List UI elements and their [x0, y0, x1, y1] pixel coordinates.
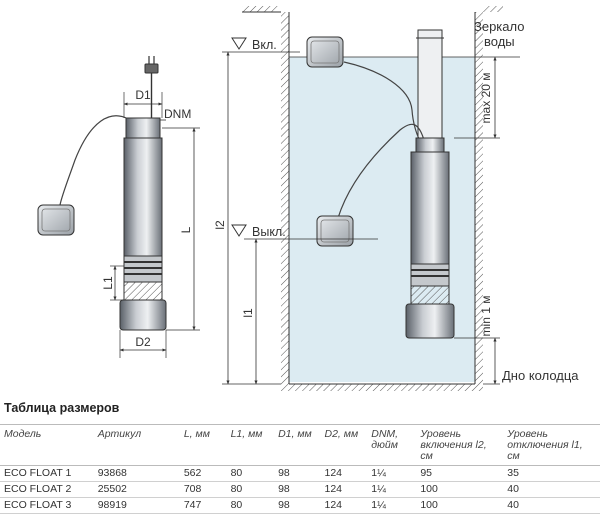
column-header: D1, мм — [274, 424, 321, 466]
table-cell: 100 — [416, 481, 504, 498]
label-on: Вкл. — [252, 38, 277, 52]
table-cell: 100 — [416, 497, 504, 514]
table-cell: 40 — [503, 481, 600, 498]
dimensions-table: Модель Артикул L, мм L1, мм D1, мм D2, мм DNM,… — [0, 424, 600, 514]
column-header-line: отключения l1, см — [507, 439, 583, 462]
label-off: Выкл. — [252, 225, 286, 239]
table-cell: 124 — [320, 481, 368, 498]
column-header: Артикул — [93, 424, 180, 466]
column-header-line: D1, мм — [278, 428, 312, 440]
column-header: DNM,дюйм — [367, 424, 417, 466]
submerged-pump — [405, 137, 455, 339]
label-min-clearance: min 1 м — [479, 296, 493, 337]
table-cell: ECO FLOAT 3 — [0, 497, 94, 514]
label-dnm: DNM — [164, 107, 191, 121]
pump-base — [119, 299, 167, 331]
table-cell: 124 — [320, 465, 368, 482]
table-cell: 98 — [274, 481, 321, 498]
float-on-position — [306, 36, 344, 68]
table-cell: 80 — [226, 465, 275, 482]
label-d1: D1 — [135, 88, 151, 102]
off-level-marker: Выкл. — [231, 224, 378, 240]
column-header-line: L, мм — [183, 428, 210, 440]
column-header: D2, мм — [320, 424, 368, 466]
label-l: L — [179, 226, 193, 233]
label-water-mirror-2: воды — [484, 34, 515, 49]
column-header-line: дюйм — [371, 439, 398, 451]
float-switch — [37, 204, 75, 236]
pump-body — [123, 137, 163, 257]
table-header-row: Модель Артикул L, мм L1, мм D1, мм D2, мм DNM,… — [0, 424, 600, 466]
column-header-line: DNM, — [371, 428, 399, 440]
table-cell: 1¼ — [367, 481, 417, 498]
label-l1: L1 — [101, 276, 115, 290]
table-title: Таблица размеров — [4, 401, 120, 415]
label-l2: l2 — [213, 220, 227, 230]
label-well-bottom: Дно колодца — [502, 368, 579, 383]
label-max-depth: max 20 м — [479, 73, 493, 124]
pump-ribs — [123, 255, 163, 283]
table-cell: 562 — [179, 465, 227, 482]
table-cell: 1¼ — [367, 465, 417, 482]
column-header-line: Артикул — [97, 428, 142, 440]
table-cell: ECO FLOAT 2 — [0, 481, 94, 498]
label-d2: D2 — [135, 335, 151, 349]
column-header: Модель — [0, 424, 94, 466]
column-header-line: L1, мм — [230, 428, 263, 440]
float-cable-lower — [337, 123, 425, 219]
table-cell: ECO FLOAT 1 — [0, 465, 94, 482]
float-cable — [59, 115, 131, 206]
column-header: L, мм — [179, 424, 227, 466]
pump-installation-diagram: D1 DNM L L1 D2 — [37, 6, 579, 391]
table-cell: 80 — [226, 481, 275, 498]
table-cell: 35 — [503, 465, 600, 482]
float-off-position — [316, 215, 354, 247]
table-cell: 708 — [179, 481, 227, 498]
table-cell: 80 — [226, 497, 275, 514]
column-header-line: Уровень — [507, 428, 548, 440]
table-cell: 40 — [503, 497, 600, 514]
table-cell: 98 — [274, 497, 321, 514]
table-cell: 747 — [179, 497, 227, 514]
column-header-line: Уровень — [420, 428, 462, 440]
column-header-line: Модель — [4, 428, 42, 440]
table-cell: 124 — [320, 497, 368, 514]
pump-intake — [123, 281, 163, 301]
well-installation-drawing: Вкл. Выкл. l2 l1 Зеркало воды max 20 м m… — [213, 6, 579, 391]
power-plug — [144, 56, 159, 118]
pump-dimension-drawing: D1 DNM L L1 D2 — [37, 56, 200, 358]
column-header-line: включения l2, см — [420, 439, 487, 462]
table-cell: 95 — [416, 465, 504, 482]
table-cell: 25502 — [93, 481, 180, 498]
table-cell: 98919 — [93, 497, 180, 514]
table-cell: 98 — [274, 465, 321, 482]
float-cable-upper — [343, 61, 421, 141]
label-water-mirror-1: Зеркало — [474, 19, 524, 34]
discharge-pipe — [417, 29, 443, 139]
pump-head — [125, 117, 161, 139]
table-cell: 1¼ — [367, 497, 417, 514]
column-header-line: D2, мм — [324, 428, 359, 440]
column-header: L1, мм — [226, 424, 275, 466]
table-cell: 93868 — [93, 465, 180, 482]
label-l1-right: l1 — [241, 308, 255, 318]
on-level-marker: Вкл. — [222, 37, 300, 53]
